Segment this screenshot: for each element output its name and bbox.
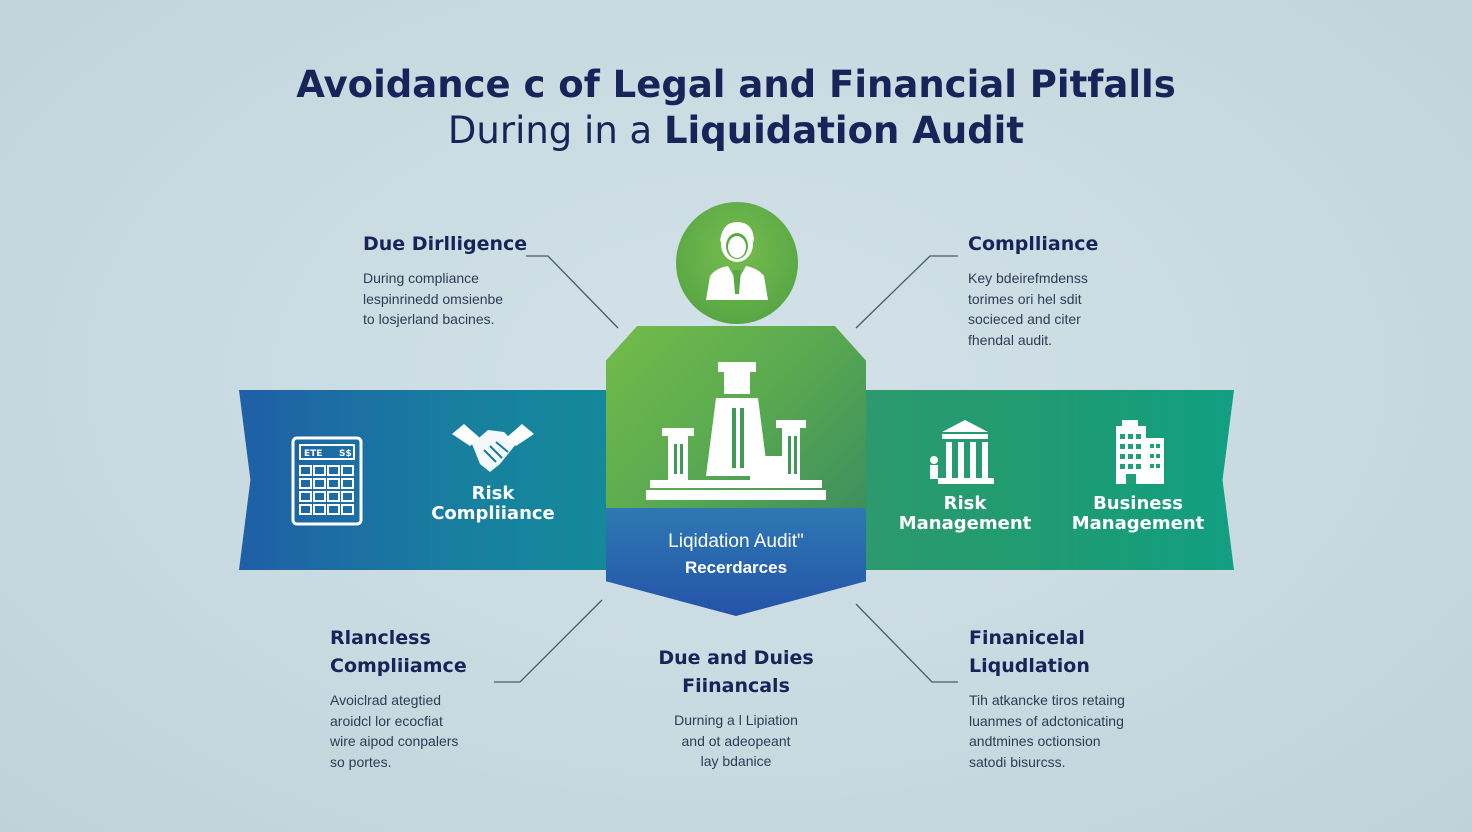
heading-line: Compliiamce [330,655,467,677]
band-label-line: Risk [943,493,987,514]
block-due-diligence: Due Dirlligence During compliance lespin… [363,230,583,330]
text-line: satodi bisurcss. [969,753,1066,770]
text-line: torimes ori hel sdit [968,290,1082,307]
office-building-icon [1116,420,1164,484]
block-text: Key bdeirefmdenss torimes ori hel sdit s… [968,268,1188,350]
text-line: and ot adeopeant [681,732,791,749]
text-line: aroidcl lor ecocfiat [330,712,443,729]
text-line: socieced and citer [968,311,1081,327]
heading-line: Finanicelal [969,627,1085,649]
avatar [676,202,798,324]
text-line: Tih atkancke tiros retaing [969,692,1125,708]
block-heading: Rlancless Compliiamce [330,624,550,680]
text-line: Durning a l Lipiation [674,712,798,728]
block-rlancless-compliance: Rlancless Compliiamce Avoiclrad ategtied… [330,624,550,772]
businessperson-icon [706,222,768,300]
connector-top-right [855,255,958,329]
handshake-icon [452,424,534,472]
text-line: to losjerland bacines. [363,311,495,327]
heading-line: Rlancless [330,627,431,649]
center-label-line-2: Recerdarces [684,558,788,577]
block-heading: Finanicelal Liqudlation [969,624,1209,680]
text-line: luanmes of adctonicating [969,712,1124,729]
connector-bottom-right [855,603,958,683]
text-line: lay bdanice [700,753,772,769]
page-title: Avoidance c of Legal and Financial Pitfa… [0,62,1472,154]
band-label-line: Compliiance [431,503,555,524]
text-line: so portes. [330,753,392,770]
block-financial-liquidation: Finanicelal Liqudlation Tih atkancke tir… [969,624,1209,772]
title-line-2-plain: During in a [447,109,664,152]
center-label: Liqidation Audit" Recerdarces [606,530,866,580]
title-line-2-bold: Liquidation Audit [663,109,1025,152]
band-right [852,390,1234,570]
text-line: During compliance [363,270,479,286]
title-line-2: During in a Liquidation Audit [0,108,1472,154]
center-label-line-1: Liqidation Audit" [668,531,804,552]
block-text: During compliance lespinrinedd omsienbe … [363,268,583,330]
heading-line: Fiinancals [682,675,790,697]
text-line: lespinrinedd omsienbe [363,290,504,307]
block-text: Avoiclrad ategtied aroidcl lor ecocfiat … [330,690,550,772]
band-item-risk-compliance: Risk Compliiance [418,420,568,524]
band-label-line: Management [1071,513,1205,534]
text-line: Avoiclrad ategtied [330,692,442,708]
bank-building-icon [930,420,994,484]
band-item-business-management: Business Management [1063,420,1213,534]
calculator-icon: ЕТЕ S$ [291,436,363,526]
heading-line: Liqudlation [969,655,1090,677]
text-line: wire aipod conpalers [330,733,459,749]
block-text: Tih atkancke tiros retaing luanmes of ad… [969,690,1209,772]
text-line: Key bdeirefmdenss [968,270,1088,286]
band-label-line: Risk [471,483,515,504]
heading-line: Due and Duies [658,647,814,669]
title-line-1: Avoidance c of Legal and Financial Pitfa… [296,63,1176,106]
text-line: fhendal audit. [968,331,1053,348]
block-compliance: Complliance Key bdeirefmdenss torimes or… [968,230,1188,350]
block-due-and-duies-financals: Due and Duies Fiinancals Durning a l Lip… [616,644,856,772]
block-heading: Due Dirlligence [363,233,528,255]
band-label-line: Management [898,513,1032,534]
band-item-risk-management: Risk Management [890,420,1040,534]
calculator-text-right: S$ [339,449,352,459]
calculator-text-left: ЕТЕ [304,449,322,459]
block-text: Durning a l Lipiation and ot adeopeant l… [616,710,856,772]
block-heading: Due and Duies Fiinancals [616,644,856,700]
band-label-line: Business [1093,493,1183,514]
text-line: andtmines octionsion [969,733,1101,749]
band-item-calculator: ЕТЕ S$ [252,436,402,534]
pillars-icon [646,362,826,500]
block-heading: Complliance [968,233,1099,255]
